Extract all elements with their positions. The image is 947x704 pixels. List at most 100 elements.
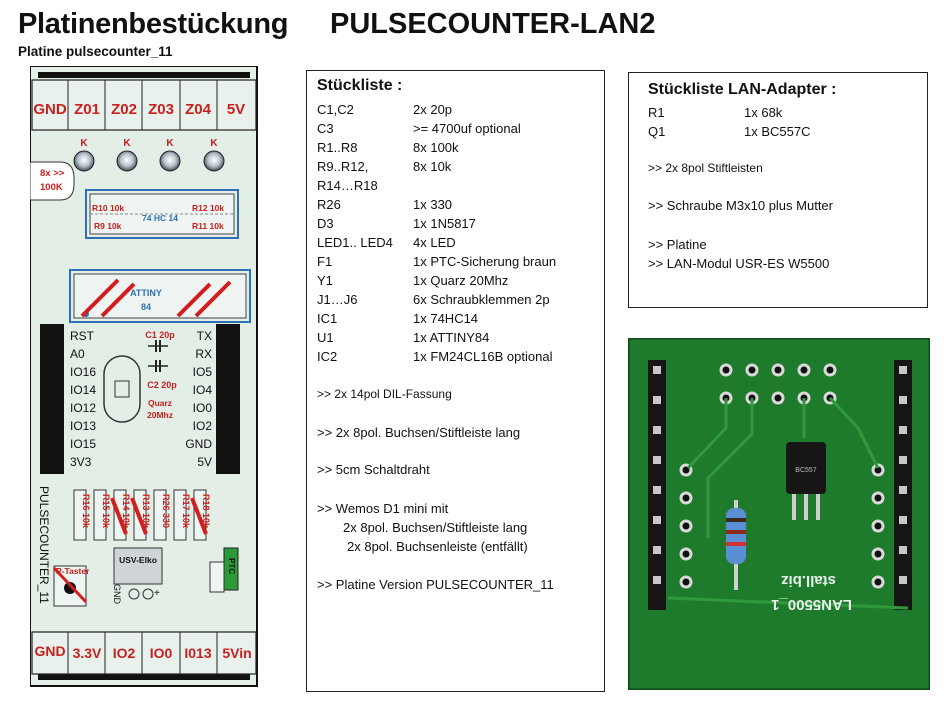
top-terminal-block: GND Z01 Z02 Z03 Z04 5V [31,79,257,131]
wemos-left-5: IO13 [70,419,96,433]
quarz-label-1: Quarz [148,398,172,408]
transistor-q1: BC557 [786,442,826,520]
wemos-right-7: 5V [197,455,212,469]
usv-gnd-label: GND [112,584,122,605]
led-4 [203,150,225,172]
pushbutton-taster: P-Taster [52,565,90,607]
lan-note: >> LAN-Modul USR-ES W5500 [648,256,830,271]
led-row: K K K K [73,138,225,172]
wemos-left-6: IO15 [70,437,96,451]
r9-label: R9 10k [94,221,122,231]
r10-label: R10 10k [92,203,124,213]
board-subtitle: Platine pulsecounter_11 [18,44,173,59]
parts-note: >> Platine Version PULSECOUNTER_11 [317,577,554,592]
parts-note: >> 5cm Schaltdraht [317,462,430,477]
bottom-terminal-0: GND [34,643,65,659]
r11-label: R11 10k [192,221,224,231]
wemos-right-5: IO2 [193,419,213,433]
parts-note: >> 2x 14pol DIL-Fassung [317,387,452,401]
resistor-row: R16 10k R15 10k R14 10k R13 10k R26 330 … [73,489,211,541]
pcb-layout-drawing: GND Z01 Z02 Z03 Z04 5V K K K K 8x >> 100… [30,66,258,687]
wemos-d1-mini: RST A0 IO16 IO14 IO12 IO13 IO15 3V3 TX R… [40,324,240,474]
wemos-right-4: IO0 [193,401,213,415]
lan-parts-title: Stückliste LAN-Adapter : [648,81,837,98]
quarz-label-2: 20Mhz [147,410,173,420]
resistor-label-2: R14 10k [121,494,131,529]
resistor-label-0: R16 10k [81,494,91,529]
parts-note: >> Wemos D1 mini mit [317,501,449,516]
silk-stall-biz: stall.biz [781,572,836,589]
parts-note: 2x 8pol. Buchsenleiste (entfällt) [347,539,528,554]
c1-label: C1 20p [145,330,175,340]
pin-header-right [894,360,912,610]
page-title: Platinenbestückung [18,8,289,40]
led-1 [73,150,95,172]
taster-label: P-Taster [56,566,90,576]
led-3 [159,150,181,172]
led-k-0: K [80,138,88,149]
lan-note: >> 2x 8pol Stiftleisten [648,161,763,175]
wemos-right-3: IO4 [193,383,213,397]
usv-plus-label: + [154,588,160,599]
ptc-label: PTC [227,558,236,574]
resistor-label-3: R13 10k [141,494,151,529]
wemos-right-1: RX [195,347,212,361]
bottom-terminal-3: IO0 [150,645,173,661]
led-k-3: K [210,138,218,149]
bottom-terminal-2: IO2 [113,645,136,661]
project-title: PULSECOUNTER-LAN2 [330,8,656,40]
parts-list-title: Stückliste : [317,77,403,94]
led-k-2: K [166,138,174,149]
resistor-label-1: R15 10k [101,494,111,529]
note-100k: 100K [40,182,63,193]
wemos-right-2: IO5 [193,365,213,379]
u1-label-2: 84 [141,302,151,312]
resistor-label-4: R26 330 [161,494,171,528]
board-name: PULSECOUNTER_11 [37,486,51,604]
ic1-74hc14: R10 10k R9 10k R12 10k R11 10k 74 HC 14 [85,189,239,239]
note-8x: 8x >> [40,168,65,179]
r12-label: R12 10k [192,203,224,213]
top-terminal-2: Z02 [111,101,137,118]
top-terminal-1: Z01 [74,101,100,118]
usv-label: USV-Elko [119,555,157,565]
wemos-left-7: 3V3 [70,455,92,469]
parts-note: >> 2x 8pol. Buchsen/Stiftleiste lang [317,425,521,440]
led-2 [116,150,138,172]
bottom-terminal-1: 3.3V [73,645,102,661]
top-terminal-4: Z04 [185,101,212,118]
wemos-right-6: GND [185,437,212,451]
ic1-label: 74 HC 14 [142,213,178,223]
lan-adapter-photo: BC557 stall.biz LAN5500_1 [628,338,930,690]
bottom-terminal-block: GND 3.3V IO2 IO0 I013 5Vin [31,631,257,675]
wemos-right-0: TX [197,329,212,343]
lan-note: >> Schraube M3x10 plus Mutter [648,198,833,213]
bottom-terminal-4: I013 [184,645,211,661]
led-k-1: K [123,138,131,149]
wemos-left-4: IO12 [70,401,96,415]
top-terminal-0: GND [33,101,67,118]
resistor-label-5: R17 10k [181,494,191,529]
u1-label-1: ATTINY [130,288,162,298]
wemos-left-0: RST [70,329,95,343]
pin-header-left [648,360,666,610]
top-terminal-3: Z03 [148,101,174,118]
wemos-left-3: IO14 [70,383,96,397]
usv-elko: USV-Elko GND + [112,547,163,605]
wemos-left-1: A0 [70,347,85,361]
u1-attiny84: ATTINY 84 [69,269,251,323]
lan-note: >> Platine [648,237,707,252]
resistor-label-6: R18 10k [201,494,211,529]
parts-note: 2x 8pol. Buchsen/Stiftleiste lang [343,520,528,535]
wemos-left-2: IO16 [70,365,96,379]
transistor-label: BC557 [795,467,817,474]
ptc-fuse: PTC [209,547,239,593]
bottom-terminal-5: 5Vin [222,645,251,661]
c2-label: C2 20p [147,380,177,390]
silk-lan5500: LAN5500_1 [771,596,852,613]
top-terminal-5: 5V [227,101,245,118]
resistor-r1 [726,500,746,590]
crystal-area: C1 20p C2 20p Quarz 20Mhz [103,330,177,423]
